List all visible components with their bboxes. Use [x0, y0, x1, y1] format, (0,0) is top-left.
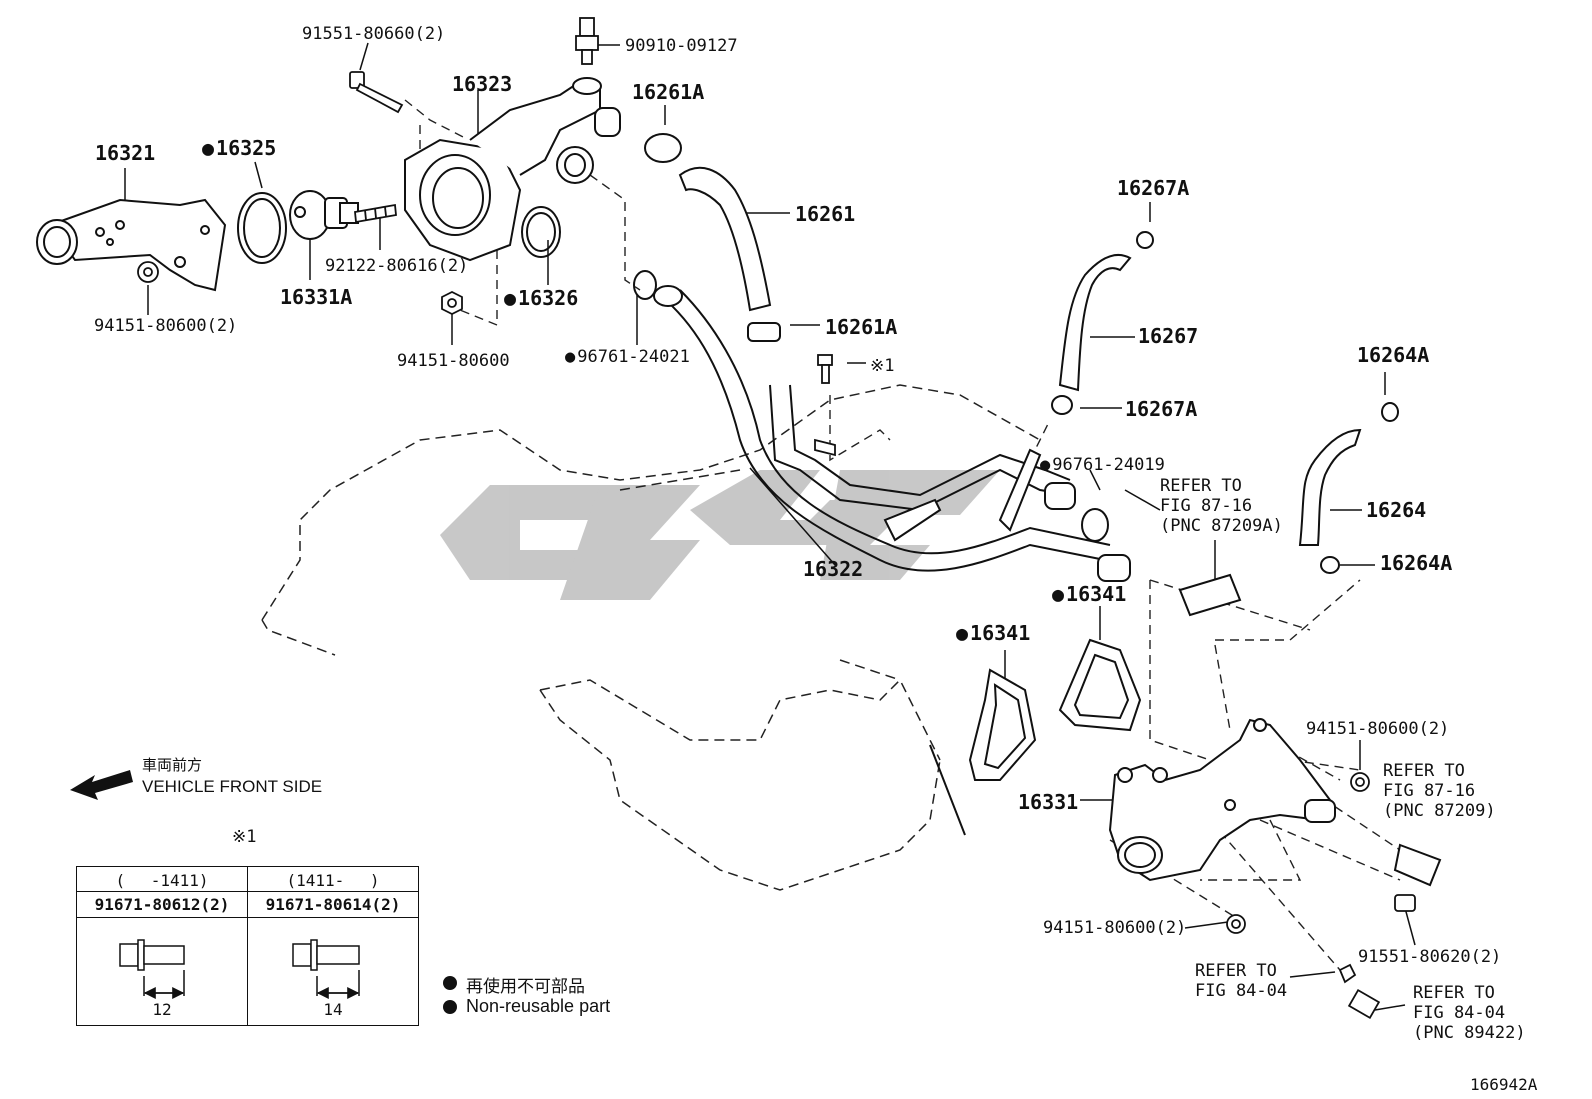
- legend-dot-en: [443, 1000, 457, 1014]
- label-ref-mark-1: ※1: [870, 356, 895, 376]
- part-16321-inlet: [36, 198, 227, 292]
- label-16264: 16264: [1366, 498, 1427, 522]
- refer-fig-84-04: REFER TO FIG 84-04: [1195, 961, 1288, 1001]
- label-16264A-top: 16264A: [1357, 343, 1430, 367]
- label-16331A: 16331A: [280, 285, 353, 309]
- label-91551-80660: 91551-80660(2): [302, 24, 446, 44]
- label-16321: 16321: [95, 141, 156, 165]
- bolt-91551-80660: [349, 71, 404, 114]
- label-16261A-top: 16261A: [632, 80, 705, 104]
- label-90910-09127: 90910-09127: [625, 36, 738, 56]
- nut-94151-mid: [441, 290, 463, 316]
- table-col1-length: 12: [152, 1000, 172, 1019]
- label-96761-24019: 96761-24019: [1040, 455, 1165, 475]
- table-col1-drawing: 12: [76, 917, 248, 1026]
- table-col2-range: (1411- ): [247, 866, 419, 892]
- hose-16264: [1178, 402, 1442, 887]
- hose-16261: [644, 133, 781, 342]
- label-91551-80620: 91551-80620(2): [1358, 947, 1502, 967]
- label-16264A-mid: 16264A: [1380, 551, 1453, 575]
- label-16261A-mid: 16261A: [825, 315, 898, 339]
- part-92122-stud: [354, 203, 397, 224]
- vehicle-front-jp: 車両前方: [142, 757, 203, 774]
- label-94151-80600-2-right: 94151-80600(2): [1306, 719, 1450, 739]
- label-94151-80600-mid: 94151-80600: [397, 351, 510, 371]
- diagram-id: 166942A: [1470, 1075, 1538, 1094]
- label-16323: 16323: [452, 72, 513, 96]
- label-96761-24021: 96761-24021: [565, 347, 690, 367]
- part-16326-gasket: [521, 206, 561, 258]
- table-col2-part: 91671-80614(2): [247, 891, 419, 918]
- label-16322: 16322: [803, 557, 864, 581]
- fittings-right: [1226, 772, 1416, 1020]
- label-16325: 16325: [202, 136, 276, 160]
- label-94151-80600-2-bottom: 94151-80600(2): [1043, 918, 1187, 938]
- label-16267A-mid: 16267A: [1125, 397, 1198, 421]
- gasket-96761-24021: [633, 270, 657, 300]
- sensor-90910-09127: [575, 17, 599, 65]
- label-16261: 16261: [795, 202, 856, 226]
- refer-fig-84-04-89422: REFER TO FIG 84-04 (PNC 89422): [1413, 983, 1526, 1043]
- label-94151-80600-2-left: 94151-80600(2): [94, 316, 238, 336]
- bolt-variant-table: ( -1411) (1411- ) 91671-80612(2) 91671-8…: [76, 866, 419, 1026]
- label-16341-b: 16341: [1052, 582, 1126, 606]
- pipe-16322: [653, 285, 1131, 582]
- front-arrow-icon: [70, 770, 133, 800]
- part-16331-outlet: [1108, 718, 1336, 882]
- refer-fig-87-16-87209A: REFER TO FIG 87-16 (PNC 87209A): [1160, 476, 1283, 536]
- table-col2-length: 14: [323, 1000, 343, 1019]
- gasket-16341-b: [1058, 638, 1142, 732]
- hose-16267: [1051, 231, 1154, 415]
- vehicle-front-en: VEHICLE FRONT SIDE: [142, 777, 323, 796]
- gasket-16341-a: [968, 668, 1037, 781]
- part-16325-gasket: [237, 192, 287, 264]
- gasket-96761-24019: [1081, 508, 1109, 542]
- label-16331: 16331: [1018, 790, 1079, 814]
- refer-fig-87-16-87209: REFER TO FIG 87-16 (PNC 87209): [1383, 761, 1496, 821]
- nut-94151-left: [137, 261, 159, 283]
- bolt-ref1: [814, 354, 836, 457]
- part-16331A-thermostat: [289, 190, 359, 240]
- legend-non-reusable-jp: 再使用不可部品: [466, 977, 585, 996]
- table-col1-part: 91671-80612(2): [76, 891, 248, 918]
- legend-non-reusable-en: Non-reusable part: [466, 996, 611, 1016]
- legend-dot-jp: [443, 976, 457, 990]
- part-16323-housing: [404, 77, 621, 262]
- table-col1-range: ( -1411): [76, 866, 248, 892]
- table-mark: ※1: [232, 827, 257, 847]
- label-92122-80616: 92122-80616(2): [325, 256, 469, 276]
- label-16326: 16326: [504, 286, 578, 310]
- label-16267: 16267: [1138, 324, 1199, 348]
- engine-outline: [261, 384, 1041, 891]
- label-16341-a: 16341: [956, 621, 1030, 645]
- table-col2-drawing: 14: [247, 917, 419, 1026]
- label-16267A-top: 16267A: [1117, 176, 1190, 200]
- watermark-logo: [440, 470, 1000, 600]
